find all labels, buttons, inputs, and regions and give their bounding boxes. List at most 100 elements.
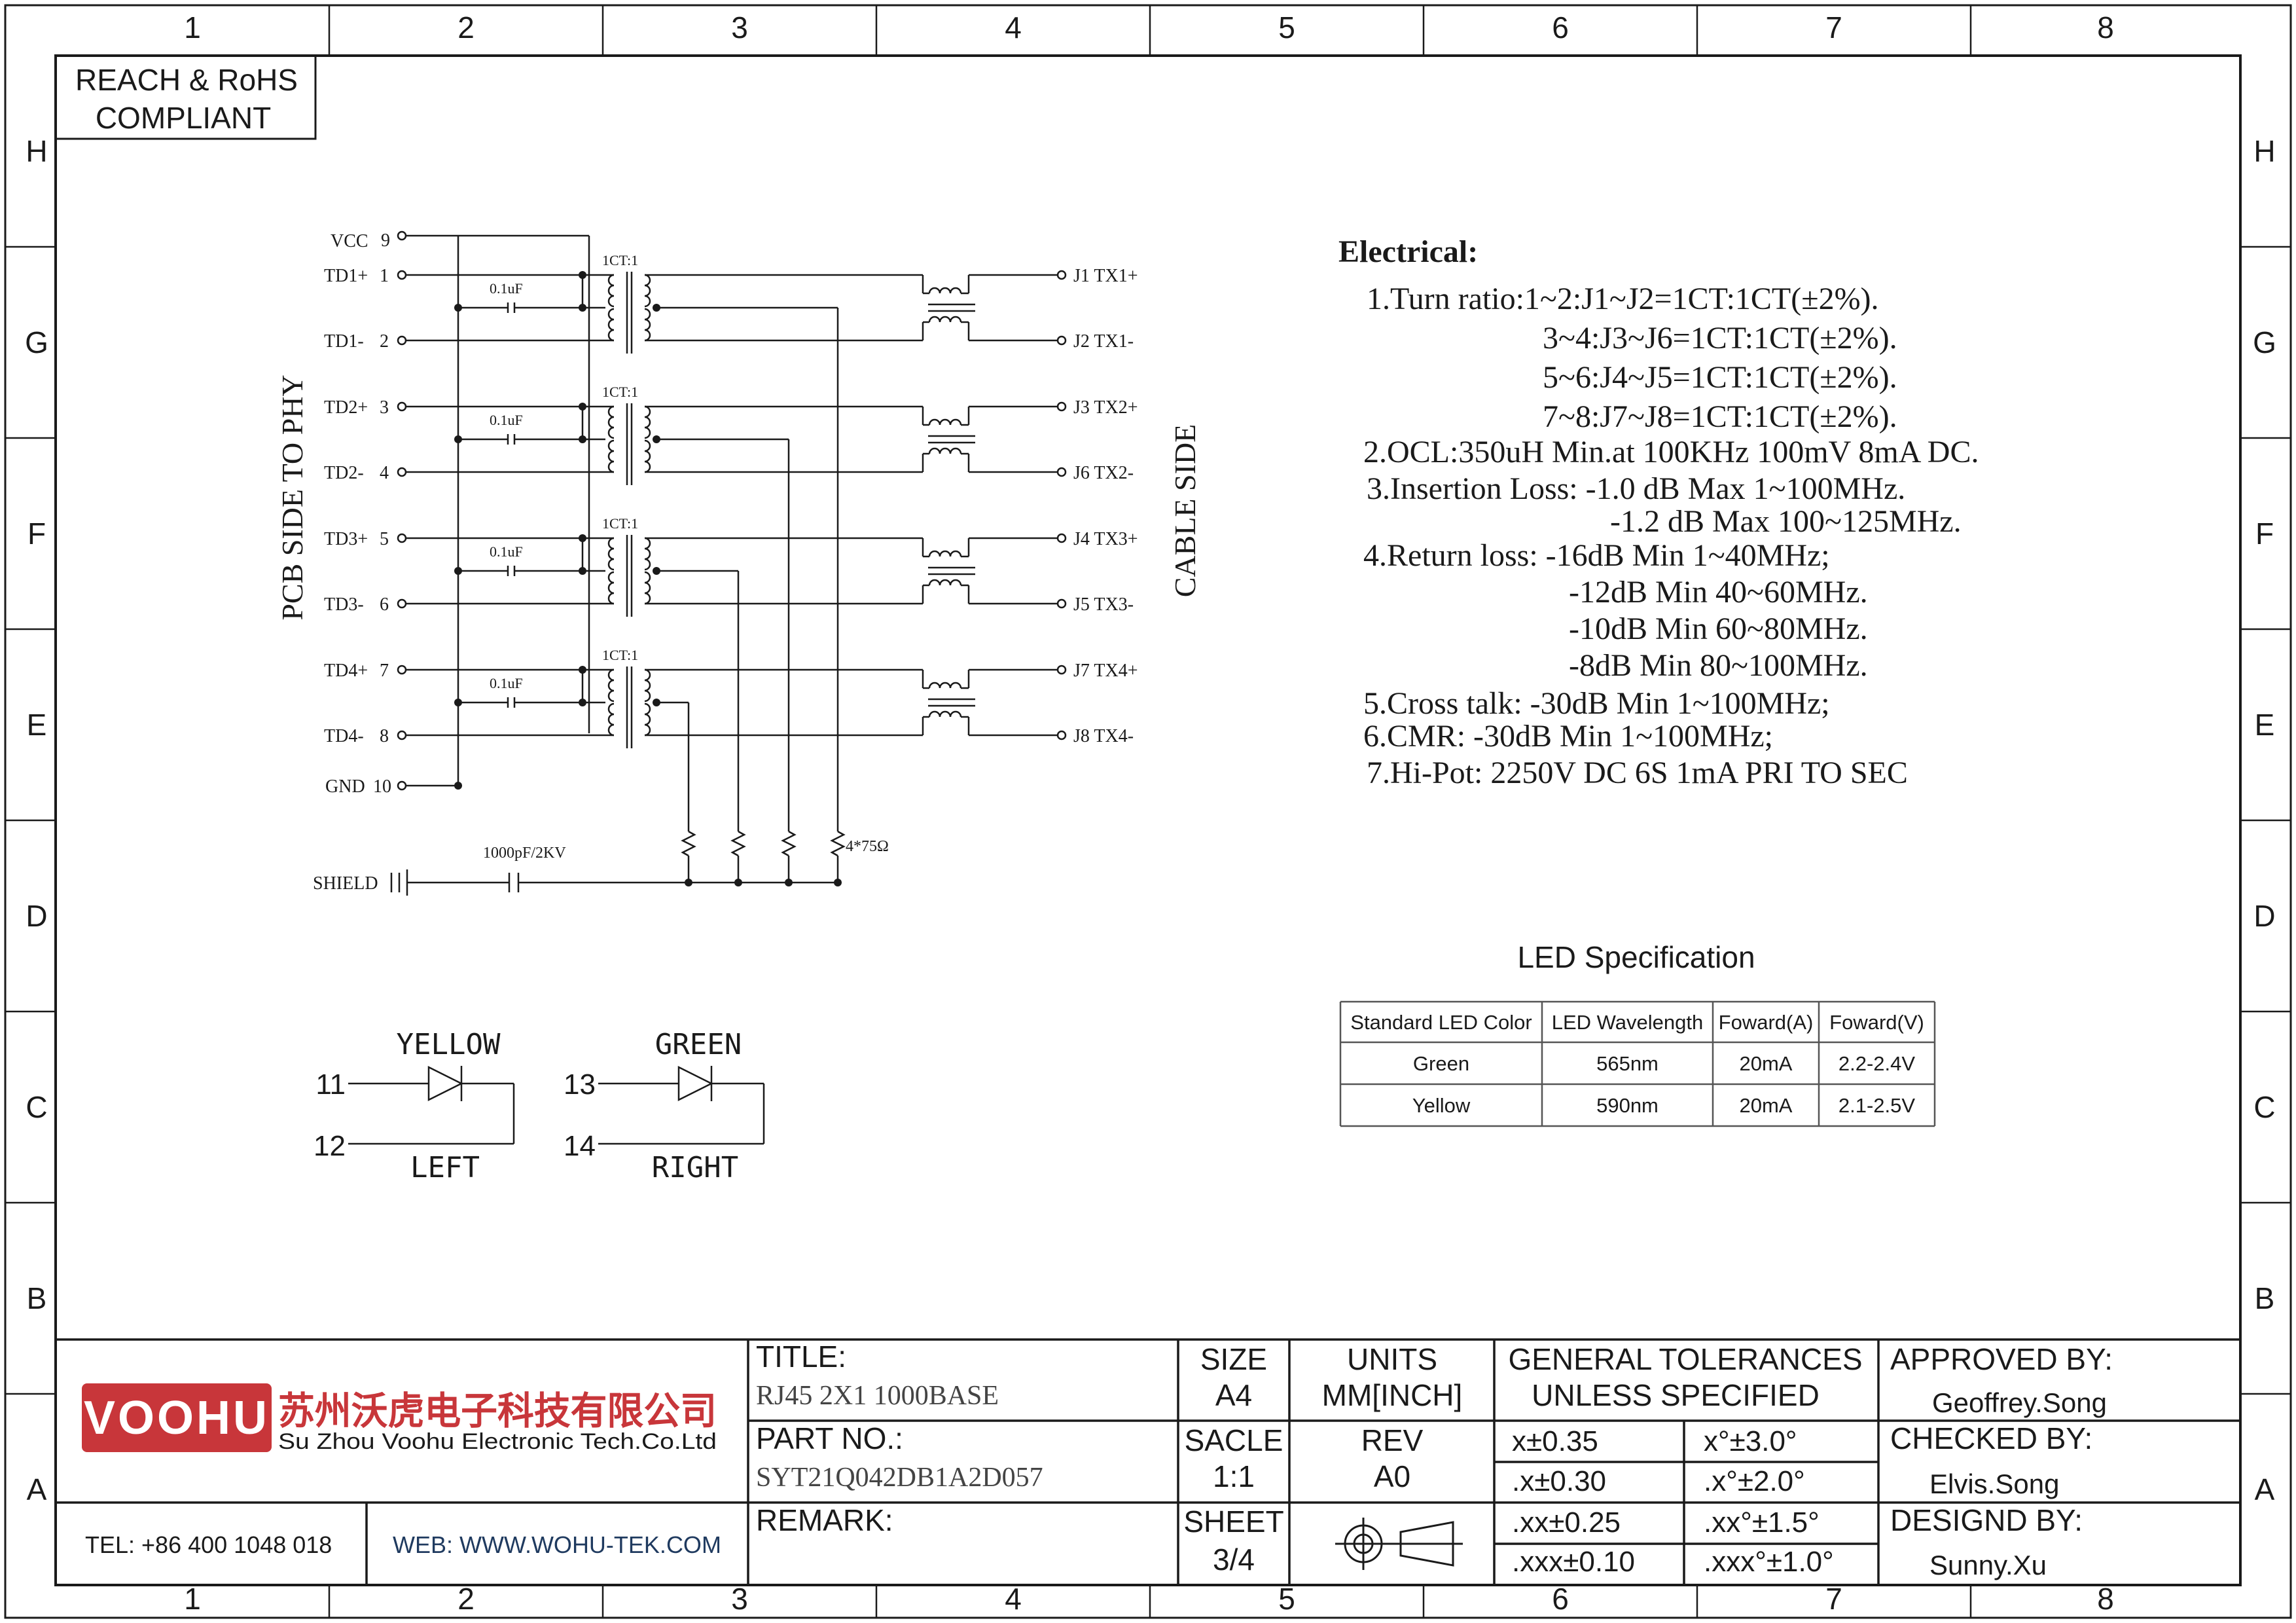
pin-terminal: [397, 230, 407, 241]
title-block: [56, 1338, 2240, 1585]
zone-row-label: H: [2253, 134, 2275, 168]
zone-row-label: D: [2253, 899, 2275, 933]
compliance-line-1: REACH & RoHS: [75, 63, 298, 97]
compliance-box: REACH & RoHS COMPLIANT: [54, 54, 317, 140]
pin-terminal: [397, 533, 407, 543]
pin-label-plus: TD3+: [324, 529, 368, 549]
led-pin-number: 14: [564, 1130, 596, 1162]
zone-row-label: B: [2255, 1281, 2275, 1315]
zone-row-label: G: [2253, 325, 2276, 359]
electrical-spec-line: 7~8:J7~J8=1CT:1CT(±2%).: [1543, 399, 1897, 434]
pin-terminal: [397, 598, 407, 609]
electrical-spec-line: -8dB Min 80~100MHz.: [1569, 648, 1868, 683]
capacitor-value: 0.1uF: [490, 280, 523, 297]
choke-winding: [928, 418, 962, 426]
secondary-winding: [644, 571, 651, 605]
angular-tolerance: .xxx°±1.0°: [1704, 1546, 1834, 1578]
pin-terminal: [1056, 401, 1067, 412]
table-header-cell: Foward(A): [1719, 1011, 1814, 1034]
pin-number: 2: [380, 331, 389, 352]
cable-pin-label: J8 TX4-: [1073, 726, 1134, 746]
title-value: RJ45 2X1 1000BASE: [756, 1381, 999, 1411]
design-value: Sunny.Xu: [1929, 1550, 2047, 1580]
led-side-label: LEFT: [410, 1151, 480, 1184]
zone-row-label: G: [25, 325, 48, 359]
electrical-spec-line: 4.Return loss: -16dB Min 1~40MHz;: [1363, 538, 1830, 573]
linear-tolerance: .xxx±0.10: [1512, 1546, 1635, 1578]
units-value: MM[INCH]: [1322, 1378, 1463, 1412]
size-value: A4: [1215, 1378, 1252, 1412]
electrical-spec-line: 2.OCL:350uH Min.at 100KHz 100mV 8mA DC.: [1363, 435, 1979, 469]
zone-column-label: 6: [1552, 1582, 1569, 1616]
sheet-label: SHEET: [1183, 1504, 1283, 1539]
secondary-winding: [644, 439, 651, 473]
pin-number: 5: [380, 529, 389, 549]
primary-winding: [607, 308, 615, 342]
led-diode-icon: [427, 1065, 463, 1102]
led-pin-number: 12: [314, 1130, 346, 1162]
turns-ratio: 1CT:1: [602, 252, 638, 268]
zone-row-label: D: [26, 899, 47, 933]
pin-terminal: [397, 335, 407, 346]
part-value: SYT21Q042DB1A2D057: [756, 1463, 1043, 1493]
electrical-spec-line: 6.CMR: -30dB Min 1~100MHz;: [1363, 719, 1773, 754]
company-logo-text: VOOHU: [84, 1392, 270, 1444]
pin-number: 3: [380, 397, 389, 418]
electrical-spec-line: 5~6:J4~J5=1CT:1CT(±2%).: [1543, 360, 1897, 395]
pin-number: 4: [380, 463, 389, 483]
zone-column-label: 5: [1278, 1582, 1295, 1616]
zone-column-label: 7: [1825, 10, 1842, 45]
turns-ratio: 1CT:1: [602, 647, 638, 663]
zone-row-label: H: [26, 134, 47, 168]
zone-row-label: B: [27, 1281, 47, 1315]
linear-tolerance: .x±0.30: [1512, 1465, 1606, 1497]
cable-pin-label: J2 TX1-: [1073, 331, 1134, 352]
primary-winding: [607, 537, 615, 571]
zone-row-label: F: [27, 517, 46, 551]
primary-winding: [607, 405, 615, 439]
table-cell: 2.1-2.5V: [1839, 1094, 1916, 1117]
pin-terminal: [397, 270, 407, 280]
zone-column-label: 3: [731, 10, 748, 45]
remark-label: REMARK:: [756, 1503, 893, 1537]
projection-symbol-icon: [1335, 1518, 1463, 1570]
zone-column-label: 4: [1005, 10, 1022, 45]
zone-row-label: E: [27, 708, 47, 742]
electrical-spec-line: -10dB Min 60~80MHz.: [1569, 611, 1868, 646]
zone-row-label: C: [2253, 1090, 2275, 1124]
table-cell: 590nm: [1596, 1094, 1659, 1117]
secondary-winding: [644, 668, 651, 702]
pin-terminal: [397, 780, 407, 791]
led-pin-number: 13: [564, 1068, 596, 1101]
electrical-spec-line: -1.2 dB Max 100~125MHz.: [1610, 504, 1962, 539]
pin-terminal: [1056, 467, 1067, 477]
pin-label-minus: TD1-: [324, 331, 364, 352]
linear-tolerance: x±0.35: [1512, 1425, 1598, 1457]
units-label: UNITS: [1347, 1342, 1437, 1376]
approved-label: APPROVED BY:: [1890, 1342, 2113, 1376]
zone-row-label: C: [26, 1090, 47, 1124]
secondary-winding: [644, 405, 651, 439]
zone-column-label: 2: [457, 10, 475, 45]
turns-ratio: 1CT:1: [602, 515, 638, 532]
approved-value: Geoffrey.Song: [1932, 1387, 2107, 1418]
pin-number: 6: [380, 594, 389, 615]
electrical-heading: Electrical:: [1338, 234, 1478, 269]
electrical-spec: Electrical: 1.Turn ratio:1~2:J1~J2=1CT:1…: [1338, 234, 1979, 790]
resistor-label: 4*75Ω: [846, 838, 889, 855]
resistor: [681, 830, 696, 857]
capacitor-value: 0.1uF: [490, 675, 523, 691]
vcc-label: VCC: [331, 231, 368, 251]
cable-side-label: CABLE SIDE: [1168, 424, 1202, 598]
zone-column-label: 1: [184, 1582, 201, 1616]
resistor: [781, 830, 797, 857]
led-color-label: YELLOW: [397, 1028, 501, 1061]
electrical-spec-line: 5.Cross talk: -30dB Min 1~100MHz;: [1363, 686, 1830, 721]
table-cell: 565nm: [1596, 1052, 1659, 1075]
resistor: [730, 830, 746, 857]
led-color-label: GREEN: [655, 1028, 742, 1061]
